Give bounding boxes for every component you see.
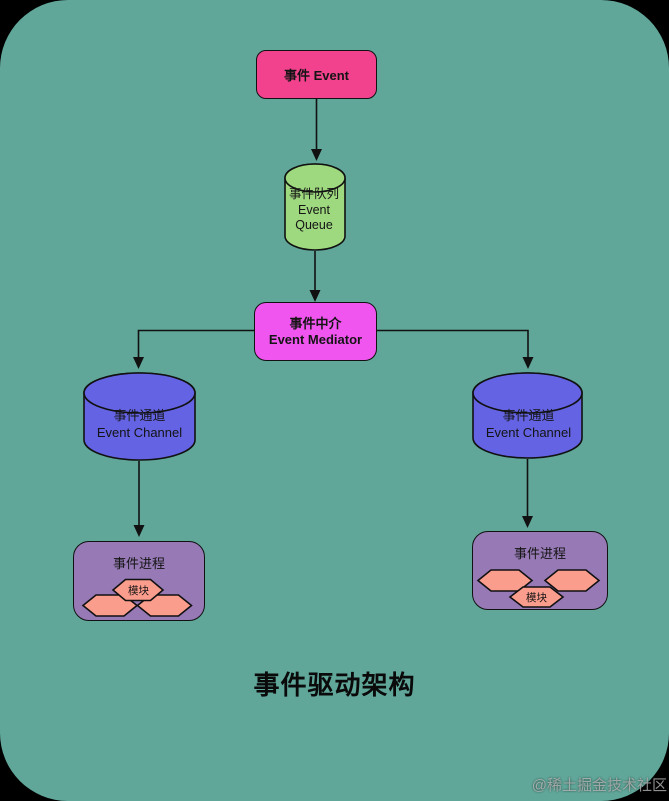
event-mediator-line2: Event Mediator — [268, 331, 363, 347]
event-channel-left-line1: 事件通道 — [113, 408, 166, 423]
event-mediator-line1: 事件中介 — [289, 315, 342, 331]
event-box-label: 事件 Event — [256, 50, 377, 99]
node-event-mediator-box — [254, 302, 377, 361]
event-process-left-label: 事件进程 — [112, 556, 165, 571]
event-queue-label: 事件队列 Event Queue — [283, 187, 345, 234]
event-queue-line1: 事件队列 — [288, 187, 339, 201]
module-label-right: 模块 — [526, 592, 547, 604]
module-label-left: 模块 — [128, 585, 149, 597]
event-label-text: 事件 Event — [283, 68, 349, 83]
event-queue-line3: Queue — [295, 218, 333, 232]
diagram-title: 事件驱动架构 — [253, 670, 416, 700]
event-channel-right-label: 事件通道 Event Channel — [473, 408, 584, 441]
event-channel-right-line2: Event Channel — [485, 424, 572, 440]
event-mediator-label: 事件中介 Event Mediator — [254, 302, 377, 361]
event-channel-left-line2: Event Channel — [96, 424, 183, 440]
watermark-text: @稀土掘金技术社区 — [531, 777, 667, 794]
node-event-box — [256, 50, 377, 99]
event-channel-left-label: 事件通道 Event Channel — [84, 408, 195, 441]
event-channel-right-line1: 事件通道 — [502, 408, 555, 423]
event-queue-line2: Event — [298, 202, 330, 217]
event-process-right-label: 事件进程 — [513, 546, 566, 561]
